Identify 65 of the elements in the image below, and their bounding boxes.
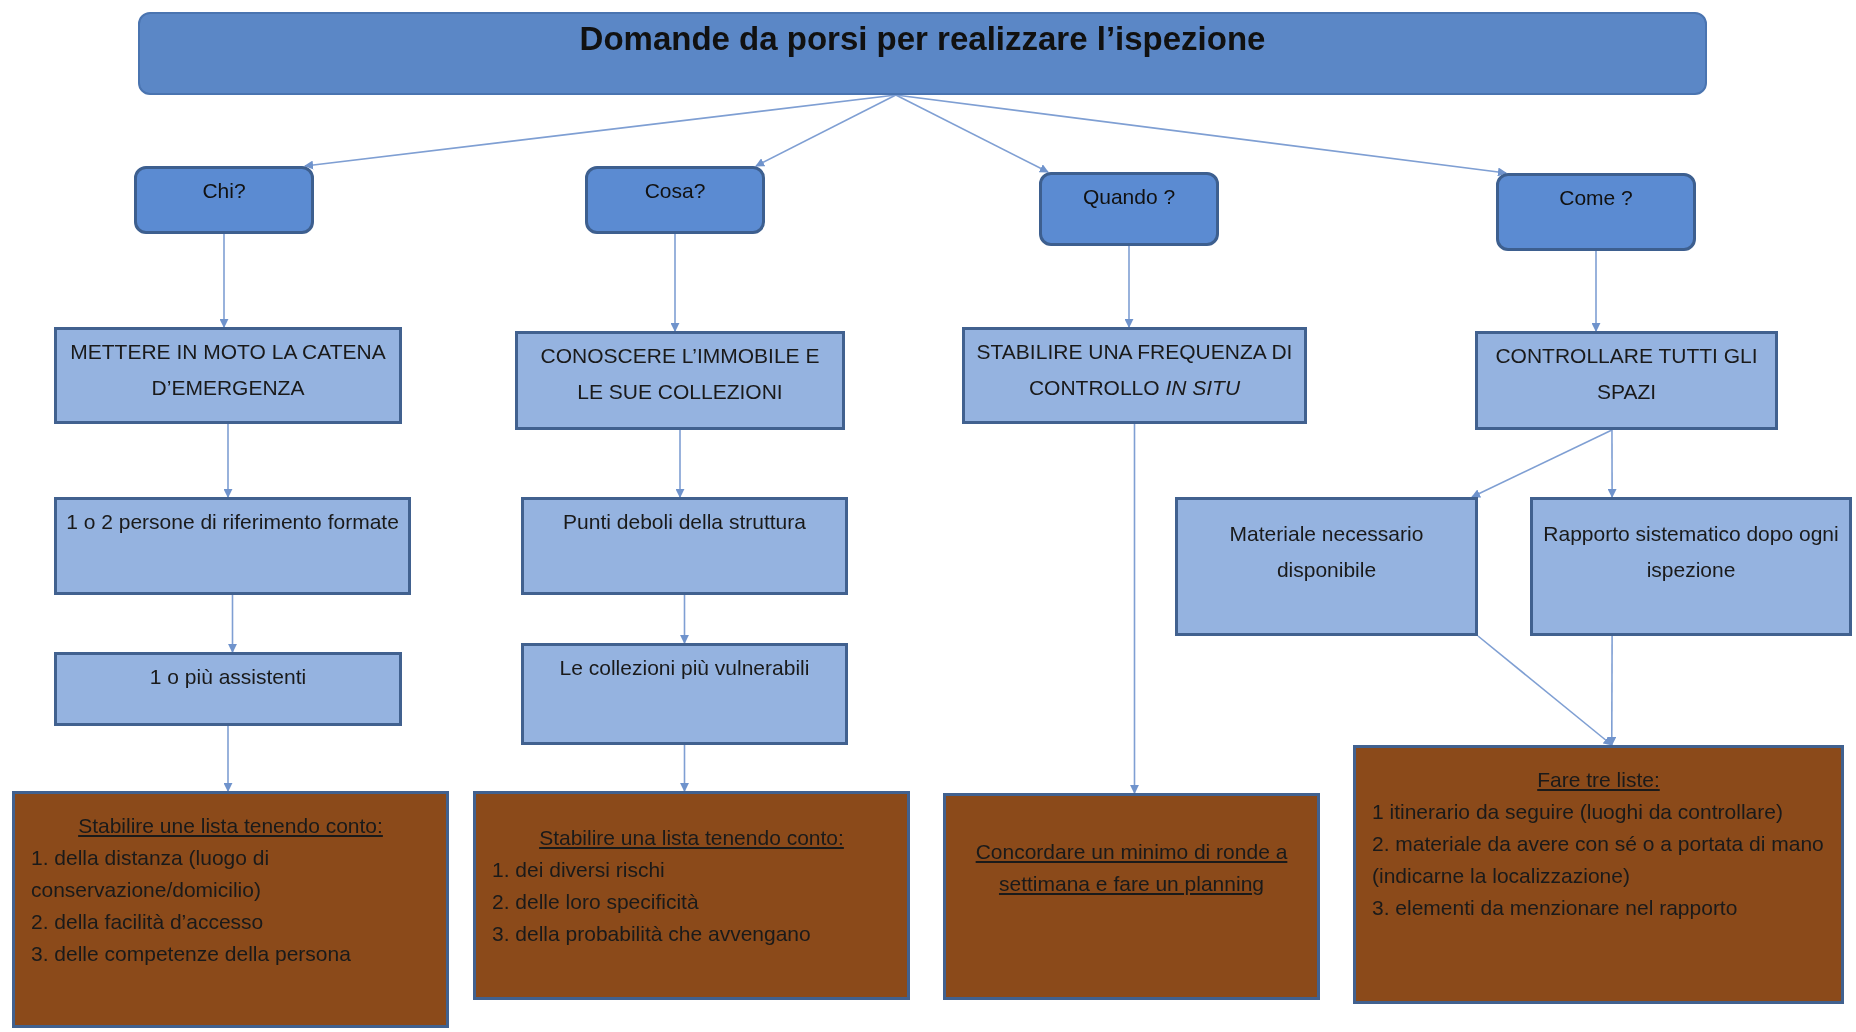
arrow [680,594,689,644]
process-box [962,327,1307,424]
list-item: 3. della probabilità che avvengano [492,921,812,947]
node-text: CONTROLLARE TUTTI GLI SPAZI [1494,343,1759,405]
process-box [1475,331,1778,430]
question-text: Quando ? [1082,184,1176,210]
node-text: Le collezioni più vulnerabili [559,655,810,681]
process-box [54,652,402,726]
process-box [54,327,402,424]
node-text: CONOSCERE L’IMMOBILE E LE SUE COLLEZIONI [539,343,821,405]
arrow [895,94,1507,177]
arrow [1477,635,1613,746]
process-box [515,331,845,430]
list-item: 2. delle loro specificità [492,889,700,915]
list-heading: Stabilire une lista tenendo conto: [77,813,384,839]
arrow [1591,250,1601,332]
arrow [228,594,237,653]
list-item: 2. materiale da avere con sé o a portata di mano (indicarne la localizzazione) [1372,831,1825,889]
list-item: 1. dei diversi rischi [492,857,666,883]
list-box [12,791,449,1028]
node-text: 1 o 2 persone di riferimento formate [66,509,399,535]
list-item: 1. della distanza (luogo di conservazione/domicilio) [31,845,271,903]
list-heading: Fare tre liste: [1536,767,1661,793]
arrow [675,429,685,498]
node-text: Rapporto sistematico dopo ogni ispezione [1542,521,1840,583]
list-item: 1 itinerario da seguire (luoghi da controllare) [1372,799,1784,825]
note-box [943,793,1320,1000]
node-text: Punti deboli della struttura [563,509,806,535]
list-item: 2. della facilità d’accesso [31,909,265,935]
process-box [521,643,848,745]
list-item: 3. delle competenze della persona [31,941,352,967]
arrow [670,233,680,332]
process-box [1175,497,1478,636]
arrow [223,423,233,498]
question-box [1496,173,1696,251]
arrow [223,725,233,792]
list-box [473,791,910,1000]
process-box [521,497,848,595]
question-text: Come ? [1559,185,1633,211]
node-text: Materiale necessario disponibile [1228,521,1425,583]
list-heading: Concordare un minimo di ronde a settimana e fare un planning [974,839,1289,897]
title-text: Domande da porsi per realizzare l’ispezione [579,19,1266,59]
arrow [895,94,1049,173]
question-text: Cosa? [644,178,706,204]
question-box [585,166,765,234]
arrow [1607,635,1617,746]
arrow [1124,245,1134,328]
arrow [680,744,689,792]
arrow [1130,423,1139,794]
arrow [755,94,897,167]
arrow [1471,429,1613,498]
node-text: STABILIRE UNA FREQUENZA DI CONTROLLO IN SITU [975,339,1294,401]
arrow [1607,429,1617,498]
question-text: Chi? [202,178,246,204]
node-text: METTERE IN MOTO LA CATENA D’EMERGENZA [69,339,387,401]
process-box [54,497,411,595]
title-banner [138,12,1707,95]
question-box [1039,172,1219,246]
node-text: 1 o più assistenti [149,664,307,690]
list-heading: Stabilire una lista tenendo conto: [538,825,845,851]
process-box [1530,497,1852,636]
arrow [219,233,229,328]
question-box [134,166,314,234]
list-box [1353,745,1844,1004]
list-item: 3. elementi da menzionare nel rapporto [1372,895,1739,921]
